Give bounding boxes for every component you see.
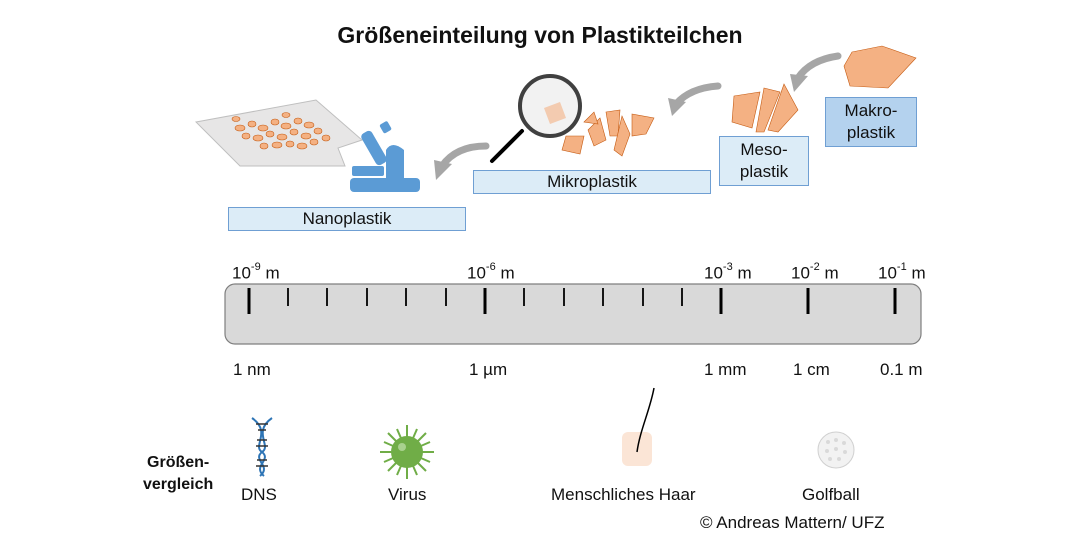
arrow-heads	[434, 74, 808, 180]
scale-unit-um: 1 µm	[469, 360, 508, 379]
mesoplastic-fragments	[731, 83, 799, 133]
microplastic-label: Mikroplastik	[473, 170, 711, 194]
scale-unit-dm: 0.1 m	[880, 360, 923, 379]
macroplastic-text-line2: plastik	[846, 123, 896, 142]
ruler-ticks	[247, 288, 897, 314]
nanoplastic-sheet	[194, 99, 363, 167]
scale-label-dm: 10-1 m	[878, 261, 926, 283]
scale-label-cm: 10-2 m	[791, 261, 839, 283]
copyright-notice: © Andreas Mattern/ UFZ	[700, 513, 885, 532]
ruler-bar	[224, 283, 922, 345]
scale-unit-cm: 1 cm	[793, 360, 830, 379]
scale-unit-mm: 1 mm	[704, 360, 747, 379]
page-title: Größeneinteilung von Plastikteilchen	[337, 22, 743, 48]
mesoplastic-label: Meso- plastik	[719, 136, 809, 186]
microplastic-text: Mikroplastik	[547, 172, 637, 191]
scale-label-um: 10-6 m	[467, 261, 515, 283]
comparison-title: Größen- vergleich	[143, 454, 214, 493]
scale-label-nm: 10-9 m	[232, 261, 280, 283]
comparison-golfball: Golfball	[802, 485, 860, 504]
macroplastic-label: Makro- plastik	[825, 97, 917, 147]
scale-label-mm: 10-3 m	[704, 261, 752, 283]
microplastic-fragments	[561, 109, 655, 157]
nanoplastic-label: Nanoplastik	[228, 207, 466, 231]
hair-icon	[622, 387, 655, 466]
macroplastic-piece	[843, 45, 917, 89]
scale-unit-nm: 1 nm	[233, 360, 271, 379]
virus-icon	[380, 425, 434, 479]
microscope-icon	[350, 121, 420, 192]
macroplastic-text-line1: Makro-	[844, 101, 898, 120]
comparison-dna: DNS	[241, 485, 277, 504]
golfball-icon	[817, 431, 855, 469]
mesoplastic-text-line2: plastik	[739, 162, 789, 181]
nanoplastic-text: Nanoplastik	[302, 209, 392, 228]
comparison-hair: Menschliches Haar	[551, 485, 696, 504]
mesoplastic-text-line1: Meso-	[740, 140, 788, 159]
comparison-virus: Virus	[388, 485, 427, 504]
magnifying-glass-icon	[490, 74, 582, 163]
dna-icon	[251, 417, 273, 477]
